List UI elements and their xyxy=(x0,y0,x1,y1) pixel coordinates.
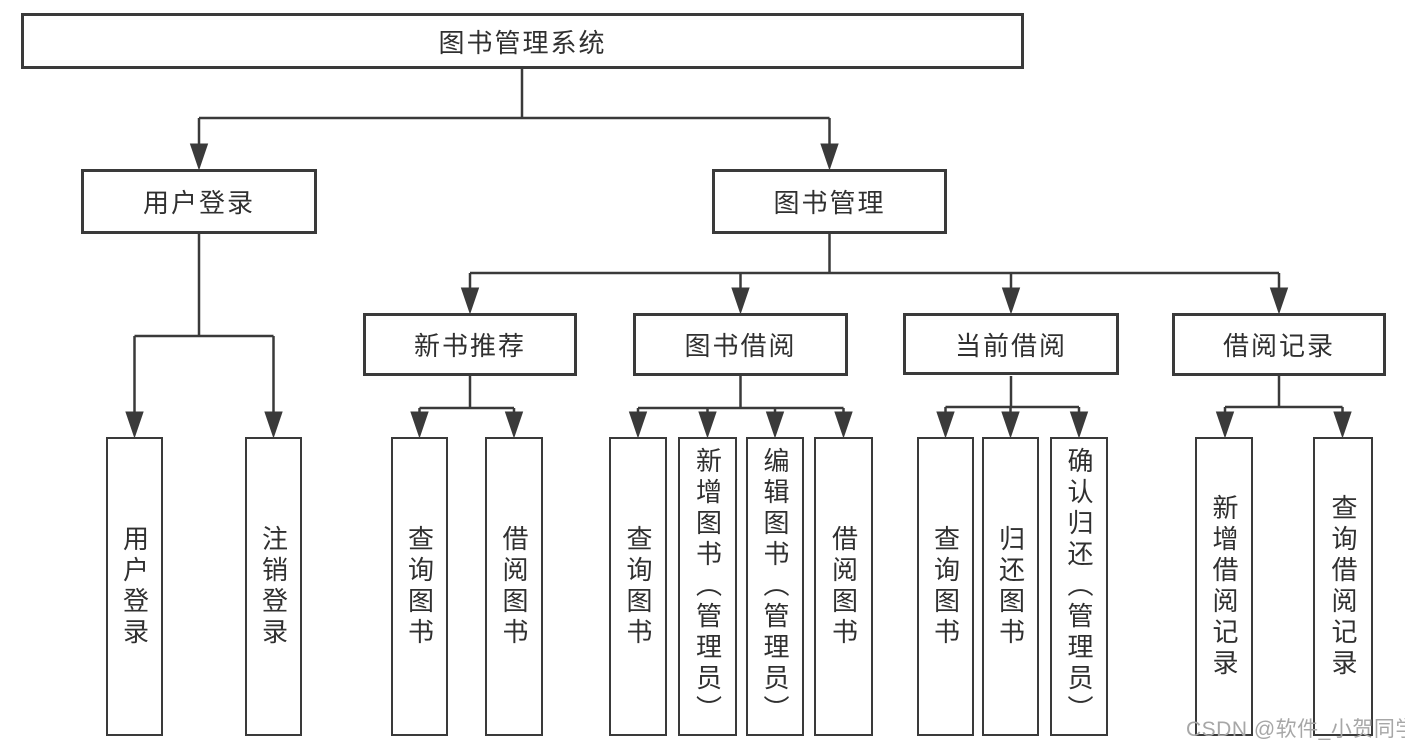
node-library-system: 图书管理系统 xyxy=(21,13,1024,69)
leaf-query-books-recommend: 查询图书 xyxy=(391,437,448,736)
leaf-label: 查询图书 xyxy=(404,524,435,649)
leaf-label: 借阅图书 xyxy=(499,524,529,649)
leaf-borrow-books: 借阅图书 xyxy=(814,437,873,736)
leaf-query-borrow-record: 查询借阅记录 xyxy=(1313,437,1373,736)
leaf-label: 新增图书（管理员） xyxy=(692,447,723,726)
node-new-book-recommendation: 新书推荐 xyxy=(363,313,577,376)
leaf-borrow-books-recommend: 借阅图书 xyxy=(485,437,543,736)
leaf-query-books-current: 查询图书 xyxy=(917,437,974,736)
leaf-label: 用户登录 xyxy=(119,524,150,649)
node-book-borrowing: 图书借阅 xyxy=(633,313,848,376)
leaf-user-login: 用户登录 xyxy=(106,437,163,736)
leaf-add-books-admin: 新增图书（管理员） xyxy=(678,437,737,736)
node-label: 新书推荐 xyxy=(413,331,526,361)
leaf-label: 查询图书 xyxy=(930,524,961,649)
node-borrowing-records: 借阅记录 xyxy=(1172,313,1386,376)
leaf-add-borrow-record: 新增借阅记录 xyxy=(1195,437,1253,736)
leaf-label: 查询借阅记录 xyxy=(1328,493,1358,680)
node-label: 借阅记录 xyxy=(1222,331,1335,361)
node-label: 图书借阅 xyxy=(684,331,797,361)
csdn-watermark: CSDN @软件_小贺同学 xyxy=(1186,718,1405,741)
node-book-management: 图书管理 xyxy=(712,169,947,234)
leaf-label: 新增借阅记录 xyxy=(1209,493,1239,680)
leaf-label: 编辑图书（管理员） xyxy=(760,447,790,726)
leaf-label: 借阅图书 xyxy=(828,524,859,649)
node-user-login: 用户登录 xyxy=(81,169,317,234)
node-current-borrowing: 当前借阅 xyxy=(903,313,1119,375)
leaf-return-books: 归还图书 xyxy=(982,437,1039,736)
node-label: 当前借阅 xyxy=(954,330,1067,361)
node-label: 用户登录 xyxy=(142,188,255,218)
leaf-logout: 注销登录 xyxy=(245,437,302,736)
leaf-confirm-return-admin: 确认归还（管理员） xyxy=(1050,437,1108,736)
leaf-query-books-borrow: 查询图书 xyxy=(609,437,667,736)
leaf-label: 查询图书 xyxy=(623,524,653,649)
leaf-label: 确认归还（管理员） xyxy=(1064,447,1094,726)
node-label: 图书管理 xyxy=(773,188,886,218)
leaf-label: 注销登录 xyxy=(258,524,289,649)
node-label: 图书管理系统 xyxy=(438,27,607,58)
leaf-label: 归还图书 xyxy=(995,524,1026,649)
leaf-edit-books-admin: 编辑图书（管理员） xyxy=(746,437,804,736)
